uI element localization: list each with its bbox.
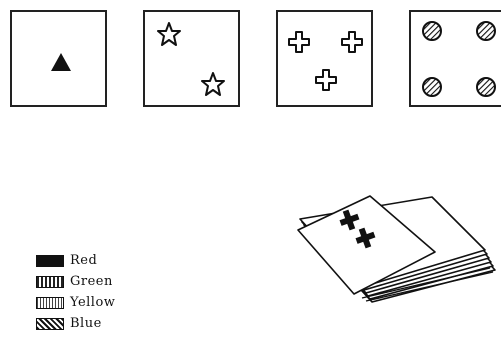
circle-icon	[475, 20, 497, 42]
legend-label: Blue	[70, 316, 102, 331]
legend-label: Green	[70, 274, 113, 289]
circle-icon	[475, 76, 497, 98]
card-three-crosses	[276, 10, 373, 107]
card-two-stars	[143, 10, 240, 107]
card-stack-illustration	[290, 190, 500, 310]
star-icon	[157, 22, 181, 46]
legend-item-red: Red	[36, 250, 115, 271]
cross-icon	[287, 30, 311, 54]
circle-icon	[421, 76, 443, 98]
yellow-swatch-icon	[36, 297, 64, 309]
cross-icon	[340, 30, 364, 54]
legend-label: Yellow	[70, 295, 115, 310]
legend-item-blue: Blue	[36, 313, 115, 334]
card-one-triangle	[10, 10, 107, 107]
card-four-circles	[409, 10, 501, 107]
triangle-icon	[50, 52, 72, 72]
legend-item-yellow: Yellow	[36, 292, 115, 313]
legend-item-green: Green	[36, 271, 115, 292]
legend-label: Red	[70, 253, 97, 268]
circle-icon	[421, 20, 443, 42]
star-icon	[201, 72, 225, 96]
cross-icon	[314, 68, 338, 92]
green-swatch-icon	[36, 276, 64, 288]
red-swatch-icon	[36, 255, 64, 267]
color-legend: Red Green Yellow Blue	[36, 250, 115, 334]
blue-swatch-icon	[36, 318, 64, 330]
